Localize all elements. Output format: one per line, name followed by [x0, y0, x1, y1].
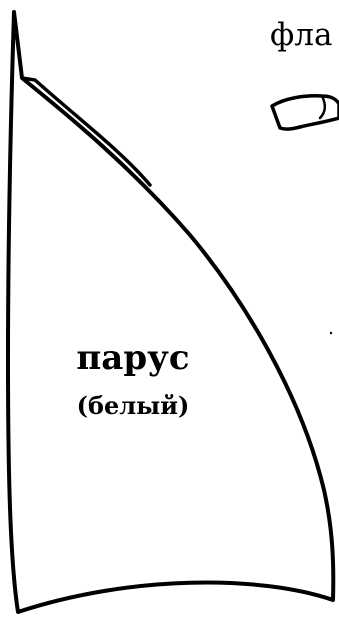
speck — [329, 331, 333, 335]
sail-corner-edge — [20, 76, 152, 187]
flag-shape — [270, 94, 339, 131]
sail-label: парус — [76, 338, 190, 378]
sail-color-label: (белый) — [76, 391, 190, 420]
flag-label: фла — [270, 17, 333, 53]
sail-outline — [6, 10, 336, 614]
flag-fold-line — [318, 94, 326, 120]
